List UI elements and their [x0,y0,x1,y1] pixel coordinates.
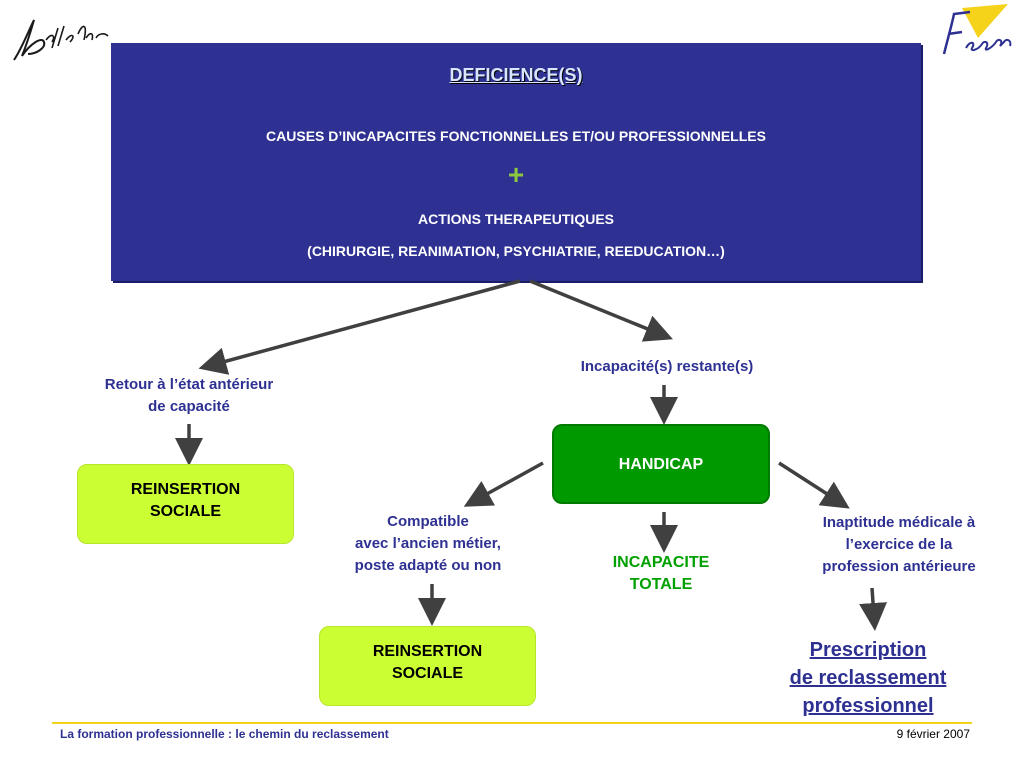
fagerh-logo [934,2,1018,64]
reinsertion-line2: SOCIALE [149,503,222,520]
inaptitude-line1: Inaptitude médicale à [822,514,976,531]
compatible-line1: Compatible [387,513,469,530]
actions-therapeutiques-text: ACTIONS THERAPEUTIQUES [417,211,614,227]
incapacite-restante-label: Incapacité(s) restante(s) [580,358,754,375]
compatible-label: Compatible avec l’ancien métier, poste a… [316,511,540,577]
prescription-line1: Prescription [809,639,927,661]
prescription-reclassement: Prescription de reclassement professionn… [758,636,978,720]
reinsertion-center-line1: REINSERTION [372,643,483,660]
inaptitude-label: Inaptitude médicale à l’exercice de la p… [780,512,1018,578]
prescription-line2: de reclassement [789,667,947,689]
footer-date: 9 février 2007 [896,727,970,741]
prescription-line3: professionnel [802,695,934,717]
arrow-to-incapacite [529,279,673,342]
deficience-title: DEFICIENCE(S) [449,65,583,85]
reinsertion-sociale-box-center: REINSERTION SOCIALE [319,626,536,706]
incapacite-totale-line2: TOTALE [629,576,693,593]
actions-list-text: (CHIRURGIE, REANIMATION, PSYCHIATRIE, RE… [307,243,725,259]
retour-label-line2: de capacité [148,398,230,415]
arrow-to-compatible [463,461,544,507]
retour-label-line1: Retour à l’état antérieur [104,376,274,393]
reinsertion-line1: REINSERTION [130,481,241,498]
reinsertion-center-line2: SOCIALE [391,665,464,682]
causes-text: CAUSES D’INCAPACITES FONCTIONNELLES ET/O… [266,128,766,144]
footer-title: La formation professionnelle : le chemin… [60,727,389,741]
handicap-box: HANDICAP [552,424,770,504]
compatible-line2: avec l’ancien métier, [355,535,501,552]
belle-alliance-logo [8,10,113,70]
incapacite-totale-line1: INCAPACITE [612,554,710,571]
plus-sign: + [507,159,525,190]
deficience-box: DEFICIENCE(S) CAUSES D’INCAPACITES FONCT… [111,43,921,281]
arrow-to-retour [198,279,521,375]
inaptitude-line2: l’exercice de la [845,536,953,553]
footer-divider [52,722,972,724]
arrow-inaptitude-down [859,587,888,631]
arrow-to-inaptitude [778,461,850,509]
incapacite-totale-label: INCAPACITE TOTALE [586,552,736,596]
inaptitude-line3: profession antérieure [822,558,976,575]
compatible-line3: poste adapté ou non [354,557,502,574]
reinsertion-sociale-box-left: REINSERTION SOCIALE [77,464,294,544]
retour-label: Retour à l’état antérieur de capacité [62,374,316,418]
